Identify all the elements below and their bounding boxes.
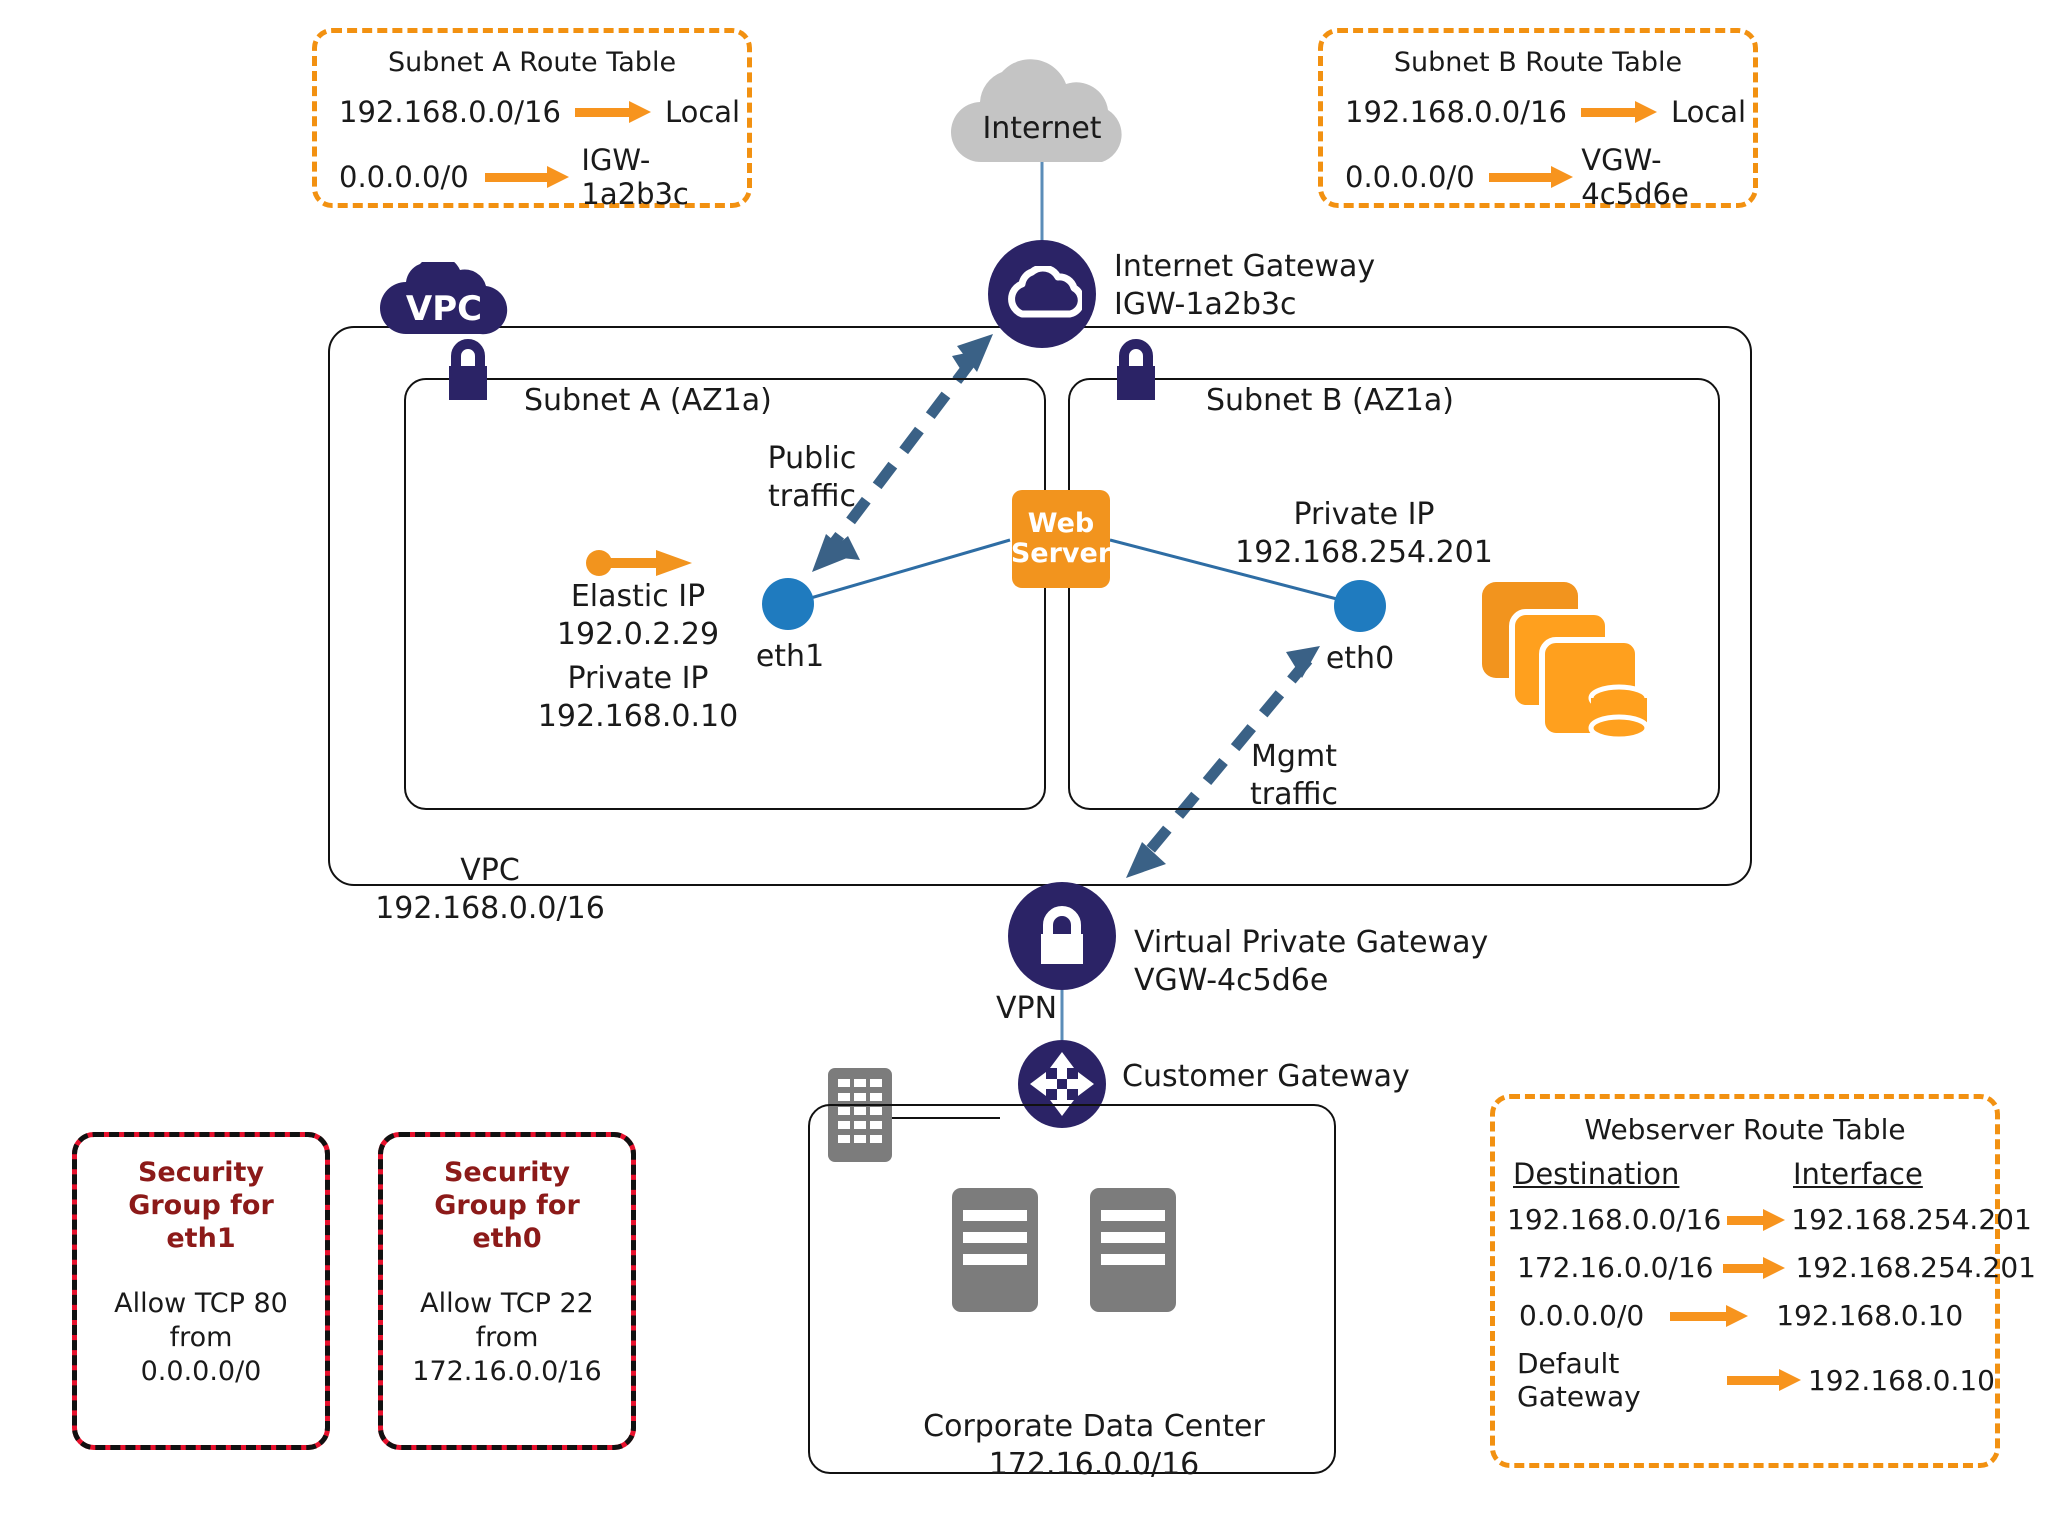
route-target: IGW-1a2b3c (581, 143, 689, 211)
vpn-gateway-id: VGW-4c5d6e (1134, 963, 1329, 998)
svg-text:VPC: VPC (406, 289, 482, 329)
route-target: VGW-4c5d6e (1581, 143, 1689, 211)
arrow-icon (484, 166, 569, 188)
public-traffic-label-line1: Public (767, 441, 857, 476)
route-destination: 192.168.0.0/16 (1345, 95, 1567, 129)
subnet-a-label: Subnet A (AZ1a) (524, 383, 772, 418)
data-center-cidr: 172.16.0.0/16 (988, 1447, 1200, 1482)
subnet-a-padlock-icon (449, 339, 487, 400)
route-interface: 192.168.0.10 (1776, 1299, 1964, 1332)
table-row: 0.0.0.0/0 IGW-1a2b3c (339, 143, 747, 211)
route-destination: 0.0.0.0/0 (339, 160, 469, 194)
ec2-instances-stack-icon (1482, 582, 1650, 738)
route-destination: 0.0.0.0/0 (1519, 1299, 1645, 1332)
elastic-ip-label: Elastic IP (570, 579, 706, 614)
route-interface: 192.168.254.201 (1795, 1251, 2036, 1284)
route-interface: 192.168.254.201 (1791, 1203, 2032, 1236)
arrow-icon (1670, 1304, 1750, 1327)
internet-cloud-icon (950, 59, 1122, 163)
security-group-eth0: Security Group for eth0 Allow TCP 22 fro… (378, 1132, 636, 1450)
route-destination: 172.16.0.0/16 (1517, 1251, 1714, 1284)
subnet-b-label: Subnet B (AZ1a) (1206, 383, 1454, 418)
route-destination: Default Gateway (1517, 1347, 1641, 1413)
building-icon (828, 1068, 892, 1162)
vpc-cidr: 192.168.0.0/16 (375, 891, 605, 926)
subnet-b-route-table: Subnet B Route Table 192.168.0.0/16 Loca… (1318, 28, 1758, 211)
vpc-label: VPC (460, 853, 520, 888)
table-row: 0.0.0.0/0 VGW-4c5d6e (1345, 143, 1753, 211)
route-target: Local (1670, 95, 1747, 129)
subnet-b-route-table-title: Subnet B Route Table (1393, 47, 1683, 78)
elastic-ip-value: 192.0.2.29 (556, 617, 720, 652)
table-row: 192.168.0.0/16 192.168.254.201 (1507, 1203, 2032, 1236)
vgw-padlock-glyph (1041, 906, 1083, 964)
table-row: 0.0.0.0/0 192.168.0.10 (1519, 1299, 1963, 1332)
route-destination: 192.168.0.0/16 (339, 95, 561, 129)
eth1-label: eth1 (755, 639, 825, 674)
subnet-b-container (1068, 378, 1720, 810)
eth0-interface-node[interactable] (1334, 580, 1386, 632)
subnet-a-route-table-title: Subnet A Route Table (387, 47, 677, 78)
security-group-eth0-title: Security Group for eth0 (434, 1157, 580, 1254)
route-destination: 192.168.0.0/16 (1507, 1203, 1722, 1236)
table-row: 192.168.0.0/16 Local (339, 95, 740, 129)
webserver-route-table-header: Destination Interface (1513, 1157, 1923, 1191)
subnet-b-private-ip-value: 192.168.254.201 (1235, 535, 1493, 570)
table-row: 192.168.0.0/16 Local (1345, 95, 1746, 129)
arrow-icon (574, 101, 651, 123)
arrow-icon (1723, 1256, 1786, 1279)
subnet-a-private-ip-value: 192.168.0.10 (537, 699, 739, 734)
column-header-interface: Interface (1793, 1157, 1923, 1191)
mgmt-traffic-label-line2: traffic (1250, 777, 1338, 812)
subnet-b-private-ip-label: Private IP (1293, 497, 1435, 532)
arrow-icon (1488, 166, 1573, 188)
security-group-eth1-rule: Allow TCP 80 from 0.0.0.0/0 (114, 1288, 288, 1387)
table-row: Default Gateway 192.168.0.10 (1517, 1347, 1995, 1413)
subnet-a-container (404, 378, 1046, 810)
arrow-icon (1726, 1369, 1801, 1391)
arrow-icon (1727, 1208, 1786, 1231)
server-rack-2 (1090, 1188, 1176, 1312)
security-group-eth1-title: Security Group for eth1 (128, 1157, 274, 1254)
security-group-eth0-rule: Allow TCP 22 from 172.16.0.0/16 (412, 1288, 602, 1387)
eth0-label: eth0 (1325, 641, 1395, 676)
column-header-destination: Destination (1513, 1157, 1680, 1191)
security-group-eth1: Security Group for eth1 Allow TCP 80 fro… (72, 1132, 330, 1450)
corporate-data-center-container (808, 1104, 1336, 1474)
customer-gateway-label: Customer Gateway (1122, 1059, 1410, 1094)
elastic-ip-icon (586, 550, 692, 576)
subnet-a-private-ip-label: Private IP (567, 661, 709, 696)
mgmt-traffic-label-line1: Mgmt (1251, 739, 1337, 774)
data-center-title: Corporate Data Center (923, 1409, 1265, 1444)
internet-gateway-title: Internet Gateway (1114, 249, 1376, 284)
server-rack-1 (952, 1188, 1038, 1312)
webserver-route-table: Webserver Route Table Destination Interf… (1490, 1094, 2036, 1468)
vpn-gateway-title: Virtual Private Gateway (1134, 925, 1489, 960)
table-row: 172.16.0.0/16 192.168.254.201 (1517, 1251, 2036, 1284)
arrow-icon (1580, 101, 1657, 123)
route-destination: 0.0.0.0/0 (1345, 160, 1475, 194)
internet-label: Internet (982, 111, 1102, 146)
eth1-interface-node[interactable] (762, 578, 814, 630)
internet-gateway-cloud-glyph (1008, 266, 1082, 318)
subnet-a-route-table: Subnet A Route Table 192.168.0.0/16 Loca… (312, 28, 752, 211)
webserver-route-table-title: Webserver Route Table (1584, 1113, 1906, 1146)
vpn-label: VPN (996, 991, 1058, 1026)
customer-gateway-fourway-glyph (1030, 1052, 1094, 1116)
vpc-cloud-badge: VPC (380, 262, 508, 335)
subnet-b-padlock-icon (1117, 339, 1155, 400)
public-traffic-label-line2: traffic (768, 479, 856, 514)
route-interface: 192.168.0.10 (1807, 1363, 1995, 1397)
route-target: Local (664, 95, 741, 129)
internet-gateway-id: IGW-1a2b3c (1114, 287, 1297, 322)
